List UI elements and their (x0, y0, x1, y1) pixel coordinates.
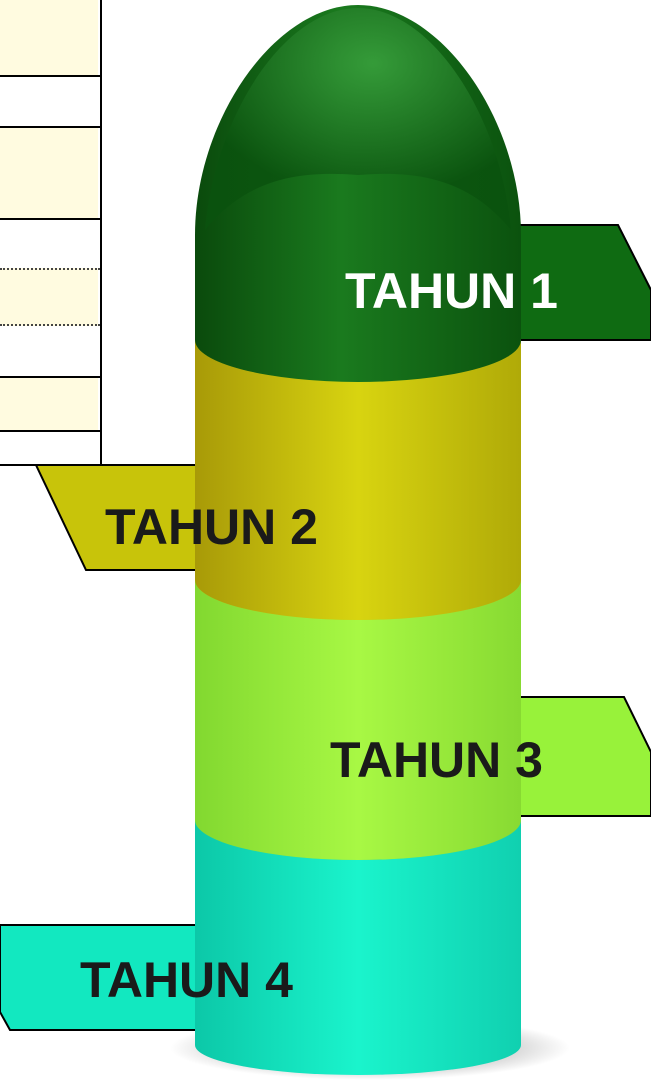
table-rule-dotted (0, 268, 100, 270)
label-tahun-1: TAHUN 1 (345, 263, 558, 319)
cylinder-segment-3 (195, 580, 521, 860)
label-tahun-2: TAHUN 2 (105, 499, 318, 555)
label-tahun-4: TAHUN 4 (80, 952, 293, 1008)
table-cell (0, 128, 98, 218)
tag-tahun-4 (0, 924, 201, 1031)
table-cell (0, 378, 98, 430)
table-rule (0, 430, 100, 432)
table-rule-dotted (0, 324, 100, 326)
table-cell (0, 268, 98, 326)
table-rule (0, 218, 100, 220)
cylinder-dome (205, 8, 511, 230)
cylinder-segment-2 (195, 340, 521, 620)
table-fragment (0, 0, 102, 465)
table-cell (0, 0, 98, 75)
label-tahun-3: TAHUN 3 (330, 732, 543, 788)
table-rule (0, 126, 100, 128)
table-rule (0, 75, 100, 77)
table-rule (0, 376, 100, 378)
cylinder-segment-4 (195, 820, 521, 1075)
